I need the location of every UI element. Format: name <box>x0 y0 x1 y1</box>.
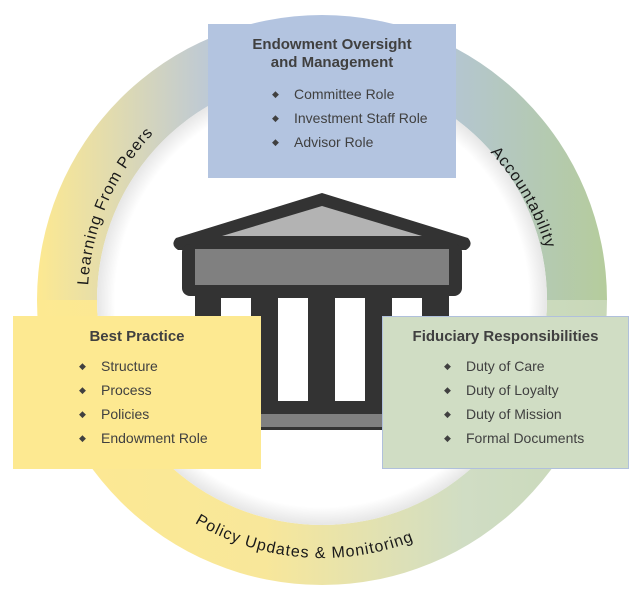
box-title-line: and Management <box>270 54 394 71</box>
bullet-icon: ◆ <box>272 137 279 147</box>
bullet-icon: ◆ <box>79 409 86 419</box>
list-item: ◆ Structure <box>79 354 261 378</box>
list-item: ◆ Advisor Role <box>272 130 456 154</box>
bullet-icon: ◆ <box>444 385 451 395</box>
list-item: ◆ Duty of Care <box>444 354 628 378</box>
bullet-icon: ◆ <box>79 385 86 395</box>
box-fiduciary-responsibilities: Fiduciary Responsibilities ◆ Duty of Care… <box>382 316 629 469</box>
bullet-icon: ◆ <box>444 409 451 419</box>
box-title-line: Endowment Oversight <box>252 36 412 53</box>
list-item-text: Duty of Care <box>466 358 545 374</box>
list-item: ◆ Duty of Mission <box>444 402 628 426</box>
list-item: ◆ Duty of Loyalty <box>444 378 628 402</box>
box-title: Endowment Oversight and Management <box>208 36 456 72</box>
list-item-text: Duty of Loyalty <box>466 382 559 398</box>
box-best-practice: Best Practice ◆ Structure ◆ Process ◆ Polic… <box>13 316 261 469</box>
box-title: Fiduciary Responsibilities <box>412 328 599 345</box>
box-title: Best Practice <box>89 328 185 345</box>
box-endowment-oversight: Endowment Oversight and Management ◆ Comm… <box>208 24 456 178</box>
list-item-text: Policies <box>101 406 150 422</box>
list-item: ◆ Committee Role <box>272 82 456 106</box>
bullet-icon: ◆ <box>272 113 279 123</box>
box-list: ◆ Structure ◆ Process ◆ Policies ◆ Endowment… <box>79 354 261 450</box>
ring-top-half <box>37 15 607 300</box>
box-list: ◆ Committee Role ◆ Investment Staff Role ◆… <box>272 82 456 154</box>
list-item-text: Structure <box>101 358 158 374</box>
list-item-text: Process <box>101 382 152 398</box>
list-item-text: Investment Staff Role <box>294 110 428 126</box>
list-item-text: Formal Documents <box>466 430 585 446</box>
bullet-icon: ◆ <box>79 361 86 371</box>
box-list: ◆ Duty of Care ◆ Duty of Loyalty ◆ Duty of … <box>444 354 628 450</box>
list-item: ◆ Endowment Role <box>79 426 261 450</box>
bullet-icon: ◆ <box>79 433 86 443</box>
bullet-icon: ◆ <box>444 361 451 371</box>
list-item: ◆ Investment Staff Role <box>272 106 456 130</box>
list-item: ◆ Process <box>79 378 261 402</box>
bullet-icon: ◆ <box>444 433 451 443</box>
ring-bottom-half <box>37 300 607 585</box>
list-item-text: Duty of Mission <box>466 406 562 422</box>
bullet-icon: ◆ <box>272 89 279 99</box>
list-item-text: Committee Role <box>294 86 395 102</box>
list-item-text: Endowment Role <box>101 430 208 446</box>
list-item: ◆ Formal Documents <box>444 426 628 450</box>
list-item: ◆ Policies <box>79 402 261 426</box>
list-item-text: Advisor Role <box>294 134 374 150</box>
